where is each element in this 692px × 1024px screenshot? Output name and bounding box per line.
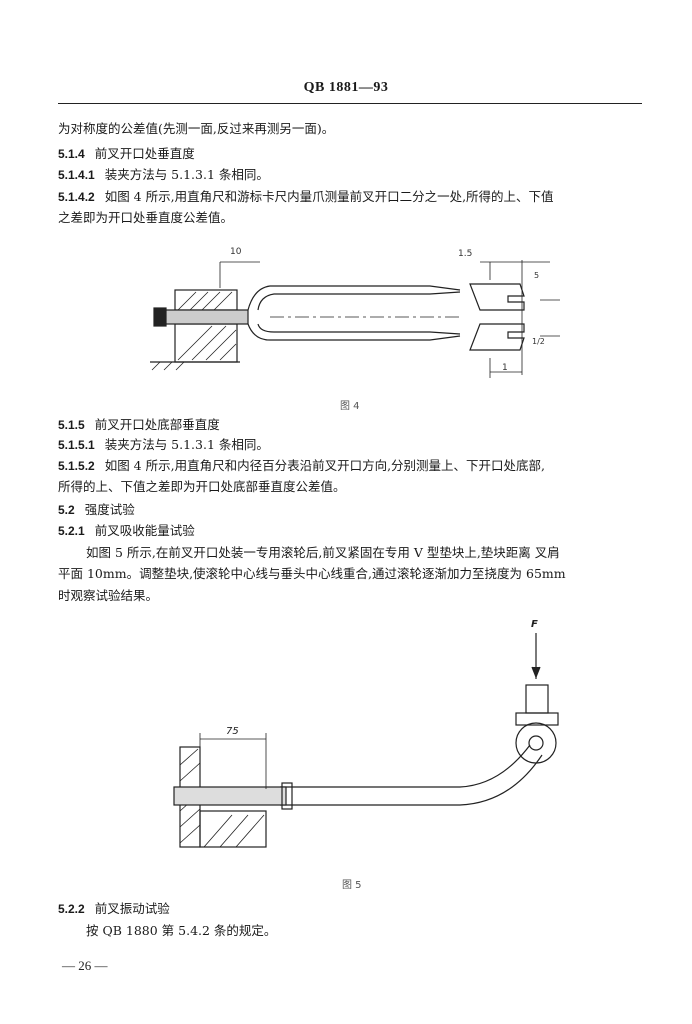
section-number: 5.1.5.2: [58, 459, 95, 473]
fork-leg-lower: [247, 323, 461, 341]
paragraph-line: 时观察试验结果。: [58, 588, 159, 603]
section-5-1-4: 5.1.4 前叉开口处垂直度: [58, 146, 644, 162]
section-number: 5.1.4.1: [58, 168, 95, 182]
paragraph-line: 按 QB 1880 第 5.4.2 条的规定。: [86, 923, 277, 938]
section-5-1-4-1: 5.1.4.1 装夹方法与 5.1.3.1 条相同。: [58, 167, 644, 183]
fork-leg-lower: [280, 754, 543, 806]
section-number: 5.1.5: [58, 418, 85, 432]
section-title: 前叉振动试验: [94, 901, 170, 916]
plunger: [525, 684, 549, 714]
dim-label-75: 75: [226, 726, 239, 737]
section-text: 装夹方法与 5.1.3.1 条相同。: [104, 437, 269, 452]
section-5-1-4-2: 5.1.4.2 如图 4 所示,用直角尺和游标卡尺内量爪测量前叉开口二分之一处,所…: [58, 189, 644, 205]
clamp-block-bottom: [174, 323, 238, 363]
section-text: 如图 4 所示,用直角尺和内径百分表沿前叉开口方向,分别测量上、下开口处底部,: [104, 458, 546, 473]
section-number: 5.1.4.2: [58, 190, 95, 204]
dim-label-1: 1: [502, 363, 508, 373]
dim-label-1-5: 1.5: [458, 249, 472, 259]
section-5-2: 5.2 强度试验: [58, 502, 644, 518]
section-number: 5.2.1: [58, 524, 85, 538]
section-5-1-5-2: 5.1.5.2 如图 4 所示,用直角尺和内径百分表沿前叉开口方向,分别测量上、下…: [58, 458, 644, 474]
figure-5-caption: 图 5: [342, 880, 362, 891]
paragraph-line: 如图 5 所示,在前叉开口处装一专用滚轮后,前叉紧固在专用 V 型垫块上,垫块距…: [86, 545, 560, 560]
figure-4: 10 1.5 1 1/2 5: [150, 247, 560, 378]
fork-leg-upper: [280, 744, 531, 788]
plunger-head: [515, 712, 559, 726]
section-5-2-2: 5.2.2 前叉振动试验: [58, 901, 644, 917]
section-5-2-1: 5.2.1 前叉吸收能量试验: [58, 523, 644, 539]
figure-5: F 75: [173, 619, 559, 848]
roller: [515, 722, 557, 764]
header-rule: [58, 103, 642, 104]
section-title: 强度试验: [84, 502, 135, 517]
dropout-lower: [469, 323, 525, 351]
section-title: 前叉开口处底部垂直度: [94, 417, 220, 432]
dim-label-small: 5: [534, 271, 539, 280]
section-number: 5.2.2: [58, 902, 85, 916]
page-header: QB 1881—93: [303, 80, 389, 95]
dropout-upper: [469, 283, 525, 311]
dim-label-half: 1/2: [532, 337, 545, 346]
page-number: — 26 —: [62, 958, 108, 973]
paragraph-line: 之差即为开口处垂直度公差值。: [58, 210, 234, 225]
crown: [281, 782, 293, 810]
section-number: 5.1.5.1: [58, 438, 95, 452]
paragraph-line: 为对称度的公差值(先测一面,反过来再测另一面)。: [58, 121, 335, 136]
figure-4-caption: 图 4: [340, 401, 360, 412]
force-label: F: [531, 619, 538, 630]
section-number: 5.2: [58, 503, 75, 517]
paragraph-line: 所得的上、下值之差即为开口处底部垂直度公差值。: [58, 479, 346, 494]
clamp-block-top: [174, 289, 238, 311]
fork-leg-upper: [247, 285, 461, 311]
section-text: 如图 4 所示,用直角尺和游标卡尺内量爪测量前叉开口二分之一处,所得的上、下值: [104, 189, 554, 204]
v-block-base: [199, 810, 267, 848]
section-text: 装夹方法与 5.1.3.1 条相同。: [104, 167, 269, 182]
section-title: 前叉开口处垂直度: [94, 146, 195, 161]
section-5-1-5-1: 5.1.5.1 装夹方法与 5.1.3.1 条相同。: [58, 437, 644, 453]
steerer-tube: [173, 786, 287, 806]
tube-end-cap: [153, 307, 167, 327]
steerer-tube: [157, 309, 249, 325]
section-5-1-5: 5.1.5 前叉开口处底部垂直度: [58, 417, 644, 433]
section-number: 5.1.4: [58, 147, 85, 161]
dim-label-10: 10: [230, 247, 242, 257]
paragraph-line: 平面 10mm。调整垫块,使滚轮中心线与垂头中心线重合,通过滚轮逐渐加力至挠度为…: [58, 566, 566, 581]
section-title: 前叉吸收能量试验: [94, 523, 195, 538]
